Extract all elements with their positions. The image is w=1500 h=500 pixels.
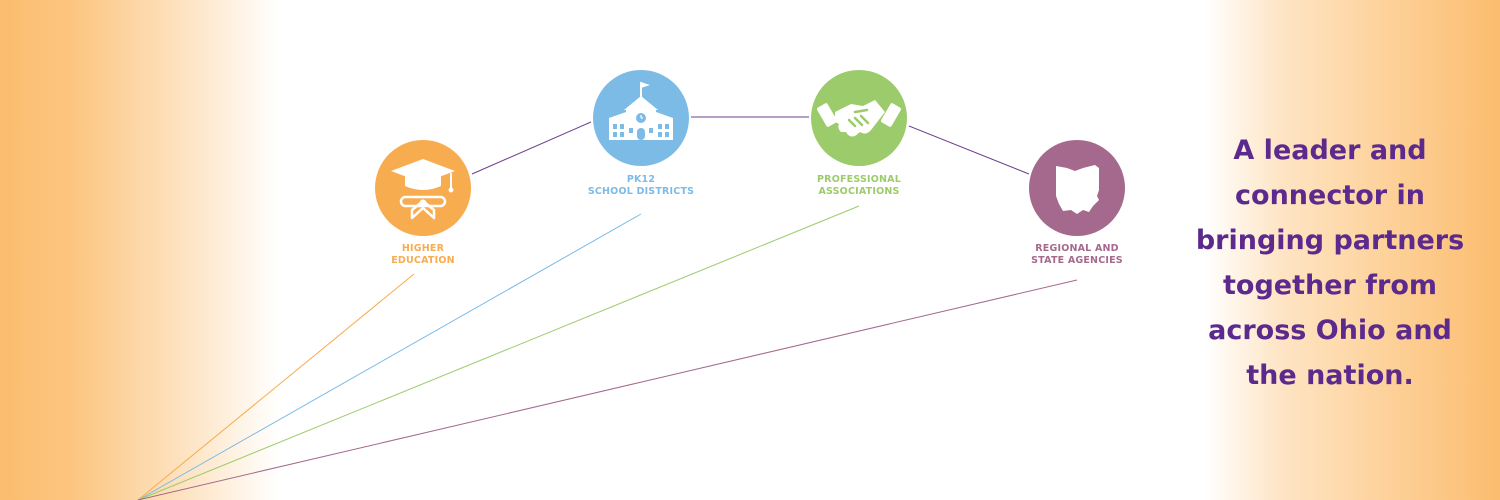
graduation-cap-diploma-icon [375, 140, 471, 236]
schoolhouse-icon [593, 70, 689, 166]
ohio-state-icon [1029, 140, 1125, 236]
professional-label-line-1: PROFESSIONAL [817, 174, 901, 185]
regional-label: REGIONAL AND STATE AGENCIES [987, 243, 1167, 267]
handshake-icon [811, 70, 907, 166]
pk12-label-line-1: PK12 [626, 174, 656, 185]
professional-node [811, 70, 907, 166]
tagline-line-4: together from [1223, 270, 1437, 301]
fan-line-professional [137, 205, 860, 500]
link-professional-to-regional [908, 125, 1030, 175]
regional-label-line-1: REGIONAL AND [1035, 243, 1119, 254]
pk12-label-line-2: SCHOOL DISTRICTS [587, 186, 695, 197]
tagline-line-6: the nation. [1246, 360, 1414, 391]
fan-line-higher-education [137, 273, 415, 500]
professional-label: PROFESSIONAL ASSOCIATIONS [769, 174, 949, 198]
link-higher-ed-to-pk12 [471, 121, 592, 175]
tagline-line-2: connector in [1235, 180, 1425, 211]
higher-education-label: HIGHER EDUCATION [333, 243, 513, 267]
tagline: A leader and connector in bringing partn… [1190, 128, 1470, 398]
higher-education-label-line-1: HIGHER [401, 243, 445, 254]
regional-node [1029, 140, 1125, 236]
professional-label-line-2: ASSOCIATIONS [818, 186, 900, 197]
tagline-line-3: bringing partners [1195, 225, 1465, 256]
fan-line-pk12 [137, 213, 642, 500]
tagline-line-5: across Ohio and [1208, 315, 1452, 346]
higher-education-label-line-2: EDUCATION [391, 255, 455, 266]
pk12-label: PK12 SCHOOL DISTRICTS [551, 174, 731, 198]
regional-label-line-2: STATE AGENCIES [1031, 255, 1123, 266]
higher-education-node [375, 140, 471, 236]
fan-line-regional [137, 279, 1078, 500]
pk12-node [593, 70, 689, 166]
tagline-line-1: A leader and [1233, 135, 1427, 166]
